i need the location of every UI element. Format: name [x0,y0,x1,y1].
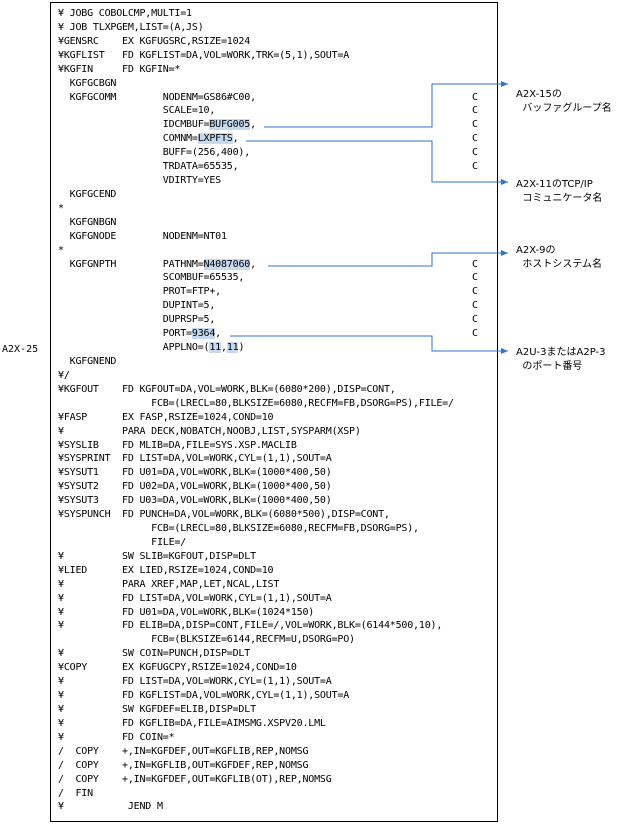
line-segment: , [250,119,256,131]
leader-line [268,250,508,267]
listing-line: ¥ FD ELIB=DA,DISP=CONT,FILE=/,VOL=WORK,B… [58,620,443,632]
line-segment: APPLNO=( [58,342,210,354]
listing-line: / COPY +,IN=KGFLIB,OUT=KGFDEF,REP,NOMSG [58,759,309,771]
listing-line: SCALE=10, [58,105,216,117]
continuation-mark: C [472,314,479,326]
listing-line: ¥ PARA DECK,NOBATCH,NOOBJ,LIST,SYSPARM(X… [58,425,361,437]
listing-line: PROT=FTP+, [58,286,221,298]
listing-line: ¥GENSRC EX KGFUGSRC,RSIZE=1024 [58,35,251,47]
listing-line: ¥COPY EX KGFUGCPY,RSIZE=1024,COND=10 [58,662,297,674]
line-segment: , [215,328,221,340]
listing-line: KGFGCEND [58,188,117,200]
listing-line: * [58,244,64,256]
listing-line: ¥ FD COIN=* [58,731,175,743]
listing-line: KGFGCOMM NODENM=GS86#C00, [58,91,256,103]
listing-line: FILE=/ [58,536,187,548]
continuation-mark: C [472,286,479,298]
listing-line: FCB=(LRECL=80,BLKSIZE=6080,RECFM=FB,DSOR… [58,523,419,535]
listing-line: BUFF=(256,400), [58,147,251,159]
highlighted-value: 11 [209,342,221,354]
listing-line: VDIRTY=YES [58,175,221,187]
continuation-mark: C [472,161,479,173]
line-segment: , [250,258,256,270]
listing-line: / COPY +,IN=KGFDEF,OUT=KGFLIB,REP,NOMSG [58,745,309,757]
listing-line: ¥SYSUT1 FD U01=DA,VOL=WORK,BLK=(1000*400… [58,467,332,479]
listing-line: ¥ PARA XREF,MAP,LET,NCAL,LIST [58,578,280,590]
listing-line: APPLNO=(11,11) [58,341,245,355]
listing-line: ¥KGFIN FD KGFIN=* [58,63,181,75]
listing-line: ¥ JOBG COBOLCMP,MULTI=1 [58,8,192,19]
listing-line: ¥SYSPUNCH FD PUNCH=DA,VOL=WORK,BLK=(6080… [58,509,390,521]
listing-line: ¥ FD U01=DA,VOL=WORK,BLK=(1024*150) [58,606,315,618]
listing-line: ¥ JOB TLXPGEM,LIST=(A,JS) [58,21,204,33]
listing-line: ¥ SW SLIB=KGFOUT,DISP=DLT [58,550,256,562]
continuation-mark: C [472,133,479,145]
leader-line [264,81,508,128]
line-segment: COMNM= [58,133,198,145]
continuation-mark: C [472,105,479,117]
listing-line: / COPY +,IN=KGFDEF,OUT=KGFLIB(OT),REP,NO… [58,773,332,785]
listing-line: KGFGCBGN [58,77,117,89]
leader-line [246,140,508,185]
listing-line: ¥KGFOUT FD KGFOUT=DA,VOL=WORK,BLK=(6080*… [58,383,396,395]
highlighted-value: LXPFTS [197,133,233,145]
listing-line: ¥FASP EX FASP,RSIZE=1024,COND=10 [58,411,274,423]
continuation-mark: C [472,328,479,340]
listing-line: FCB=(BLKSIZE=6144,RECFM=U,DSORG=PO) [58,634,355,646]
listing-line: ¥ FD LIST=DA,VOL=WORK,CYL=(1,1),SOUT=A [58,676,332,688]
line-segment: , [221,342,227,354]
continuation-mark: C [472,300,479,312]
listing-line: ¥SYSUT3 FD U03=DA,VOL=WORK,BLK=(1000*400… [58,495,332,507]
listing-line: IDCMBUF=BUFG005, [58,118,256,132]
listing-line: DUPINT=5, [58,300,216,312]
listing-line: FCB=(LRECL=80,BLKSIZE=6080,RECFM=FB,DSOR… [58,397,454,409]
listing-line: TRDATA=65535, [58,161,239,173]
listing-line: ¥ JEND M [58,801,163,813]
listing-line: KGFGNEND [58,356,117,367]
continuation-mark: C [472,119,479,131]
side-label: A2X-25 [2,344,39,355]
listing-line: / FIN [58,787,93,799]
listing-line: PORT=9364, [58,327,221,341]
listing-line: COMNM=LXPFTS, [58,132,239,146]
listing-line: SCOMBUF=65535, [58,272,245,284]
line-segment: KGFGNPTH PATHNM= [58,258,204,270]
continuation-mark: C [472,258,479,270]
listing-line: ¥ FD KGFLIB=DA,FILE=AIMSMG.XSPV20.LML [58,717,326,729]
leader-line [230,335,508,354]
line-segment: ) [238,342,245,354]
listing-line: ¥/ [58,369,70,381]
line-segment: , [232,133,239,145]
line-segment: PORT= [58,328,192,340]
continuation-mark: C [472,91,479,103]
listing-line: ¥ SW COIN=PUNCH,DISP=DLT [58,648,251,660]
annotation-note: A2X-11のTCP/IP コミュニケータ名 [516,179,603,204]
listing-line: KGFGNBGN [58,216,117,228]
listing-line: ¥SYSLIB FD MLIB=DA,FILE=SYS.XSP.MACLIB [58,439,297,451]
listing-line: KGFGNPTH PATHNM=N4087060, [58,258,256,272]
listing-box [50,2,498,822]
listing-line: ¥LIED EX LIED,RSIZE=1024,COND=10 [58,564,274,576]
continuation-mark: C [472,147,479,159]
listing-line: ¥SYSPRINT FD LIST=DA,VOL=WORK,CYL=(1,1),… [58,453,332,465]
listing-line: ¥ SW KGFDEF=ELIB,DISP=DLT [58,704,256,715]
continuation-mark: C [472,272,479,284]
highlighted-value: 11 [226,342,239,354]
annotation-note: A2U-3またはA2P-3 のポート番号 [516,347,606,372]
listing-line: ¥ FD LIST=DA,VOL=WORK,CYL=(1,1),SOUT=A [58,592,332,604]
highlighted-value: BUFG005 [209,119,251,131]
highlighted-value: N4087060 [203,258,251,270]
highlighted-value: 9364 [191,328,216,340]
listing-line: ¥KGFLIST FD KGFLIST=DA,VOL=WORK,TRK=(5,1… [58,49,350,61]
annotation-note: A2X-9の ホストシステム名 [516,245,603,270]
annotation-note: A2X-15の バッファグループ名 [516,89,612,114]
listing-line: ¥ FD KGFLIST=DA,VOL=WORK,CYL=(1,1),SOUT=… [58,690,350,702]
line-segment: IDCMBUF= [58,119,210,131]
listing-line: DUPRSP=5, [58,314,216,326]
listing-line: * [58,202,64,214]
listing-line: KGFGNODE NODENM=NT01 [58,230,227,242]
listing-line: ¥SYSUT2 FD U02=DA,VOL=WORK,BLK=(1000*400… [58,481,332,493]
